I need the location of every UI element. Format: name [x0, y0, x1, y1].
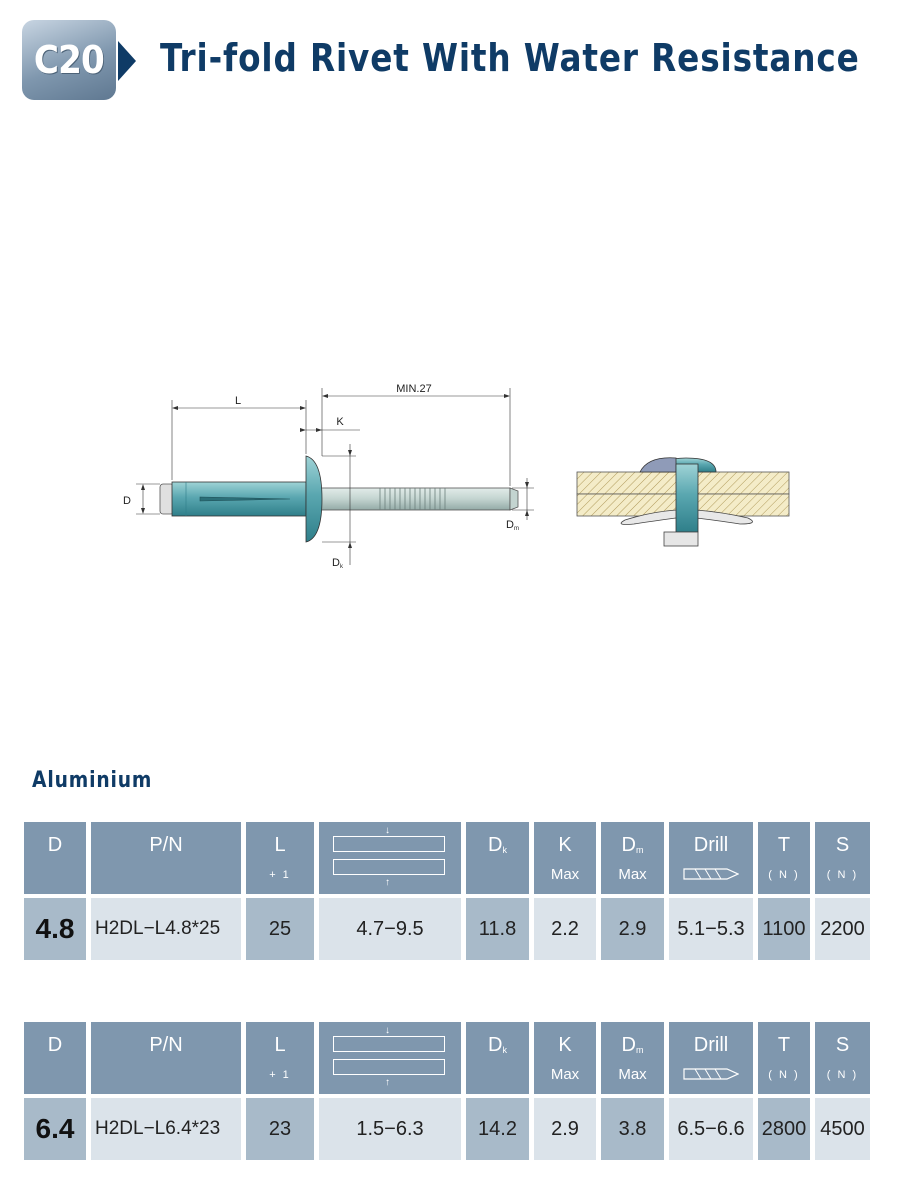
cell-l: 23: [246, 1098, 314, 1160]
col-header-drill: Drill: [669, 1022, 753, 1094]
drill-bit-icon: [683, 868, 739, 880]
rivet-drawings: L MIN.27 K D D m D k: [123, 383, 790, 570]
dim-label-min: MIN.27: [396, 383, 431, 395]
col-header-dk: Dk: [466, 1022, 529, 1094]
col-header-pn: P/N: [91, 1022, 241, 1094]
series-code: C20: [33, 38, 105, 82]
cell-s: 2200: [815, 898, 870, 960]
cell-d: 6.4: [24, 1098, 86, 1160]
col-header-t: T( N ): [758, 822, 810, 894]
cell-dk: 11.8: [466, 898, 529, 960]
arrow-up-icon: ↑: [385, 877, 390, 888]
arrow-down-icon: ↓: [385, 825, 390, 836]
cell-grip: 1.5−6.3: [319, 1098, 461, 1160]
dim-label-dk-sub: k: [340, 564, 344, 570]
dim-label-k: K: [336, 416, 344, 428]
cell-drill: 6.5−6.6: [669, 1098, 753, 1160]
col-header-t: T( N ): [758, 1022, 810, 1094]
drill-bit-icon: [683, 1068, 739, 1080]
cell-t: 2800: [758, 1098, 810, 1160]
dim-label-d: D: [123, 495, 131, 507]
col-header-l: L+ 1: [246, 1022, 314, 1094]
cell-dm: 3.8: [601, 1098, 664, 1160]
section-label: Aluminium: [32, 768, 153, 793]
col-header-s: S( N ): [815, 1022, 870, 1094]
col-header-dk: Dk: [466, 822, 529, 894]
series-code-badge: C20: [22, 20, 116, 100]
page-title: Tri-fold Rivet With Water Resistance: [160, 36, 860, 80]
arrow-right-icon: [118, 41, 136, 81]
col-header-l: L+ 1: [246, 822, 314, 894]
cell-s: 4500: [815, 1098, 870, 1160]
col-header-drill: Drill: [669, 822, 753, 894]
cell-dk: 14.2: [466, 1098, 529, 1160]
col-header-d: D: [24, 1022, 86, 1094]
col-header-pn: P/N: [91, 822, 241, 894]
cell-pn: H2DL−L4.8*25: [91, 898, 241, 960]
grip-range-icon: [333, 1059, 445, 1075]
dim-label-dm: D: [506, 519, 514, 531]
cell-l: 25: [246, 898, 314, 960]
dim-label-dm-sub: m: [514, 526, 519, 532]
arrow-up-icon: ↑: [385, 1077, 390, 1088]
dim-label-dk: D: [332, 557, 340, 569]
cell-pn: H2DL−L6.4*23: [91, 1098, 241, 1160]
arrow-down-icon: ↓: [385, 1025, 390, 1036]
col-header-grip: ↓ ↑: [319, 1022, 461, 1094]
cell-k: 2.2: [534, 898, 596, 960]
col-header-s: S( N ): [815, 822, 870, 894]
cell-drill: 5.1−5.3: [669, 898, 753, 960]
grip-range-icon: [333, 859, 445, 875]
cell-d: 4.8: [24, 898, 86, 960]
grip-range-icon: [333, 1036, 445, 1052]
rivet-side-view: L MIN.27 K D D m D k: [123, 383, 534, 570]
dim-label-l: L: [235, 395, 241, 407]
col-header-d: D: [24, 822, 86, 894]
rivet-installed-section: [576, 457, 790, 547]
cell-grip: 4.7−9.5: [319, 898, 461, 960]
grip-range-icon: [333, 836, 445, 852]
cell-k: 2.9: [534, 1098, 596, 1160]
cell-t: 1100: [758, 898, 810, 960]
cell-dm: 2.9: [601, 898, 664, 960]
col-header-grip: ↓ ↑: [319, 822, 461, 894]
